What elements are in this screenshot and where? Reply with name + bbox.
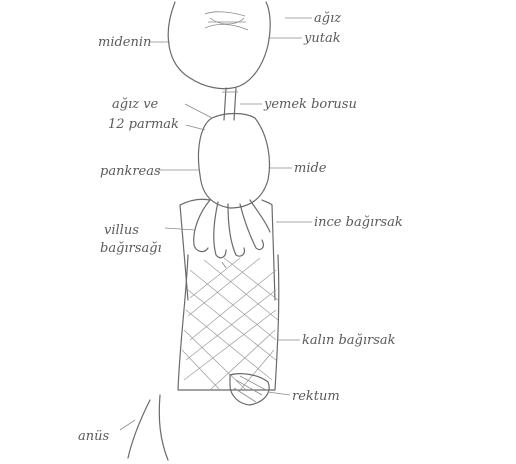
label-esophagus: yemek borusu [263,97,357,112]
label-anus: anüs [78,429,109,444]
label-villi: villus [104,223,139,238]
label-pancreas: pankreas [100,164,161,179]
villi-projections [194,200,270,268]
large-intestine-block [178,255,279,390]
label-duodenum-left: 12 parmak [108,117,179,132]
label-large-intestine: kalın bağırsak [302,333,396,348]
label-rectum: rektum [292,389,340,404]
crosshatch-pattern [182,258,278,390]
label-small-intestine: ince bağırsak [314,215,403,230]
label-stomach-right: mide [294,161,327,176]
stomach-shape [199,114,270,209]
esophagus-tube [222,88,238,120]
label-mouth: ağız [314,11,341,26]
label-duodenum-note: bağırsağı [100,241,162,256]
label-pharynx: yutak [303,31,341,46]
label-gut-left-top: midenin [98,35,151,50]
mouth-cavity [168,2,270,89]
label-pointers [120,18,312,430]
anus-lines [128,395,168,460]
label-stomach-left: ağız ve [112,97,159,112]
